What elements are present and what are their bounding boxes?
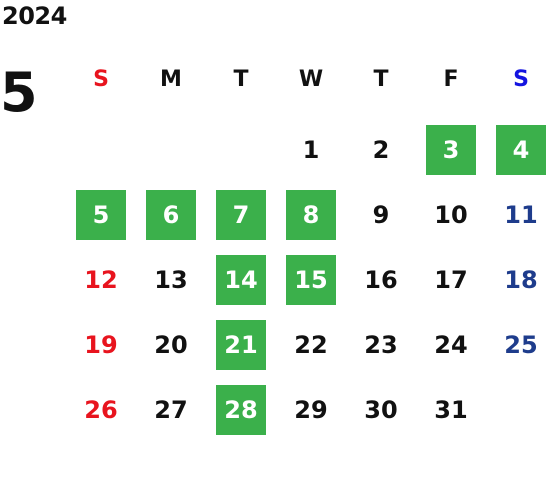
month-label: 5	[0, 61, 38, 124]
date-cell-6: 6	[146, 190, 196, 240]
date-cell-24: 24	[434, 331, 468, 359]
date-cell-22: 22	[294, 331, 328, 359]
date-cell-31: 31	[434, 396, 468, 424]
date-cell-13: 13	[154, 266, 188, 294]
weekday-sat: S	[513, 67, 529, 92]
date-cell-2: 2	[372, 136, 390, 164]
year-label: 2024	[2, 2, 67, 30]
date-cell-8: 8	[286, 190, 336, 240]
date-cell-4: 4	[496, 125, 546, 175]
weekday-sun: S	[93, 67, 109, 92]
date-cell-9: 9	[372, 201, 390, 229]
date-cell-26: 26	[84, 396, 118, 424]
date-cell-23: 23	[364, 331, 398, 359]
date-cell-30: 30	[364, 396, 398, 424]
date-cell-28: 28	[216, 385, 266, 435]
date-cell-12: 12	[84, 266, 118, 294]
date-cell-3: 3	[426, 125, 476, 175]
date-cell-18: 18	[504, 266, 538, 294]
date-cell-14: 14	[216, 255, 266, 305]
weekday-mon: M	[160, 67, 182, 92]
date-cell-19: 19	[84, 331, 118, 359]
weekday-wed: W	[298, 67, 324, 92]
date-cell-21: 21	[216, 320, 266, 370]
date-cell-27: 27	[154, 396, 188, 424]
date-cell-25: 25	[504, 331, 538, 359]
date-cell-15: 15	[286, 255, 336, 305]
weekday-fri: F	[443, 67, 459, 92]
date-cell-17: 17	[434, 266, 468, 294]
date-cell-7: 7	[216, 190, 266, 240]
date-cell-29: 29	[294, 396, 328, 424]
date-cell-1: 1	[302, 136, 320, 164]
weekday-tue: T	[233, 67, 249, 92]
date-cell-11: 11	[504, 201, 538, 229]
date-cell-5: 5	[76, 190, 126, 240]
date-cell-16: 16	[364, 266, 398, 294]
weekday-thu: T	[373, 67, 389, 92]
date-cell-10: 10	[434, 201, 468, 229]
date-cell-20: 20	[154, 331, 188, 359]
